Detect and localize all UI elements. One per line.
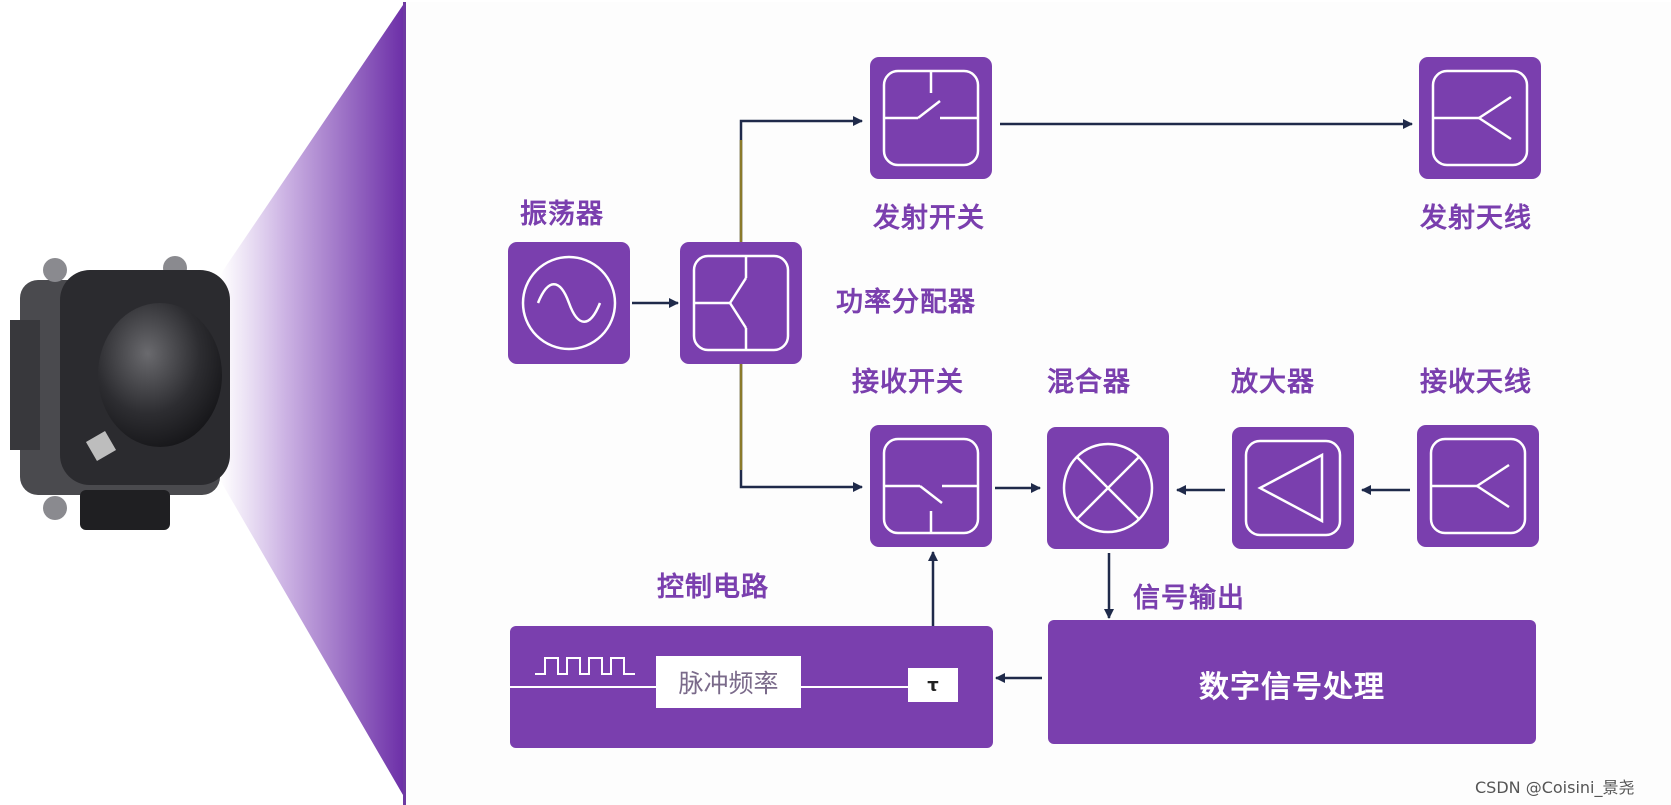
beam-cone	[220, 5, 403, 795]
power-divider-block	[680, 242, 802, 364]
control-circuit-block: 脉冲频率 τ	[510, 626, 993, 748]
tx-antenna-block	[1419, 57, 1541, 179]
dsp-label: 数字信号处理	[1199, 670, 1385, 705]
rx-antenna-block	[1417, 425, 1539, 547]
rx-antenna-label: 接收天线	[1420, 367, 1532, 398]
mixer-block	[1047, 427, 1169, 549]
pulse-frequency-box: 脉冲频率	[656, 656, 801, 708]
amplifier-block	[1232, 427, 1354, 549]
rx-switch-block	[870, 425, 992, 547]
sine-wave-icon	[521, 255, 617, 351]
tx-antenna-label: 发射天线	[1420, 203, 1532, 234]
mixer-cross-icon	[1062, 442, 1154, 534]
splitter-icon	[692, 254, 790, 352]
antenna-icon	[1431, 69, 1529, 167]
rx-switch-label: 接收开关	[852, 367, 964, 398]
amplifier-label: 放大器	[1231, 367, 1315, 398]
watermark: CSDN @Coisini_景尧	[1475, 778, 1635, 797]
signal-output-label: 信号输出	[1133, 583, 1245, 614]
oscillator-label: 振荡器	[520, 199, 604, 230]
triangle-amplifier-icon	[1244, 439, 1342, 537]
dsp-block: 数字信号处理	[1048, 620, 1536, 744]
power-divider-label: 功率分配器	[836, 287, 976, 318]
tx-switch-label: 发射开关	[873, 203, 985, 234]
control-circuit-label: 控制电路	[657, 572, 769, 603]
oscillator-block	[508, 242, 630, 364]
pulse-train-icon	[510, 657, 908, 688]
radar-sensor-image	[10, 256, 230, 530]
tx-switch-block	[870, 57, 992, 179]
mixer-label: 混合器	[1047, 367, 1131, 398]
tau-delay-box: τ	[908, 668, 958, 702]
switch-icon	[882, 437, 980, 535]
antenna-icon	[1429, 437, 1527, 535]
switch-icon	[882, 69, 980, 167]
